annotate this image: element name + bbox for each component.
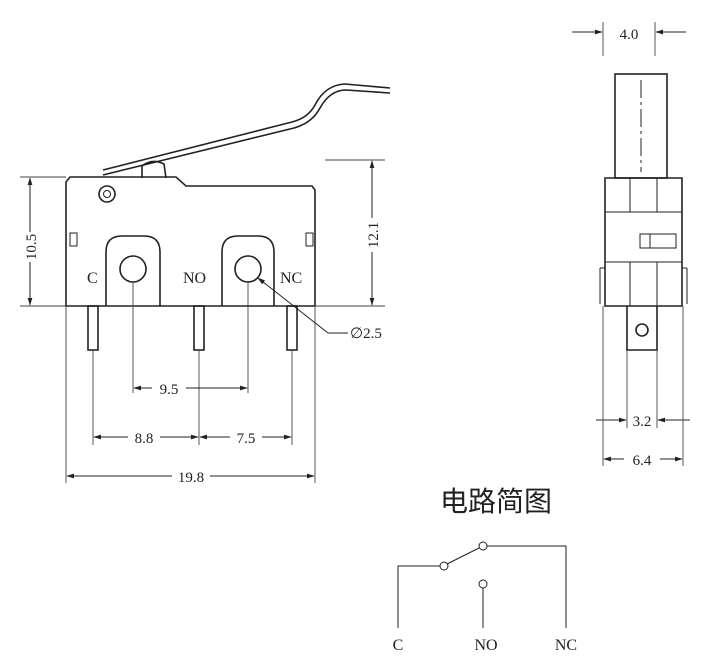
switch-blade (446, 547, 480, 565)
front-view: C NO NC 10.5 12.1 ∅2.5 9.5 8.8 (20, 83, 391, 486)
label-nc: NC (280, 270, 302, 287)
label-c: C (87, 270, 98, 287)
side-view: 4.0 3.2 6.4 (572, 22, 690, 469)
side-terminal (626, 306, 658, 351)
circuit-label-nc: NC (555, 637, 577, 654)
dim-9-5: 9.5 (160, 382, 179, 398)
dim-6-4: 6.4 (633, 453, 652, 469)
side-body (604, 177, 683, 307)
circuit-diagram: 电路简图 C NO NC (393, 485, 577, 654)
contact-c (439, 561, 449, 571)
dim-hole-diameter: ∅2.5 (350, 326, 382, 342)
dim-8-8: 8.8 (135, 431, 154, 447)
side-slot (639, 233, 677, 249)
circuit-title: 电路简图 (440, 485, 552, 518)
pivot-circle (98, 185, 116, 203)
circuit-label-c: C (393, 637, 404, 654)
dim-4-0: 4.0 (620, 27, 639, 43)
dim-7-5: 7.5 (237, 431, 256, 447)
contact-no (478, 579, 488, 589)
hole-nc (234, 255, 262, 283)
dim-10-5: 10.5 (24, 234, 40, 260)
circuit-label-no: NO (474, 637, 497, 654)
pin-no (193, 305, 205, 351)
boss-nc (221, 235, 275, 306)
label-no: NO (183, 270, 206, 287)
dim-3-2: 3.2 (633, 414, 652, 430)
switch-body (65, 176, 316, 307)
plunger (141, 160, 167, 179)
actuator-lever (102, 83, 391, 171)
dim-19-8: 19.8 (178, 470, 204, 486)
pin-c (87, 305, 99, 351)
boss-c (105, 235, 161, 306)
dim-12-1: 12.1 (366, 222, 382, 248)
pin-nc (286, 305, 298, 351)
hole-c (119, 255, 147, 283)
contact-nc (478, 541, 488, 551)
